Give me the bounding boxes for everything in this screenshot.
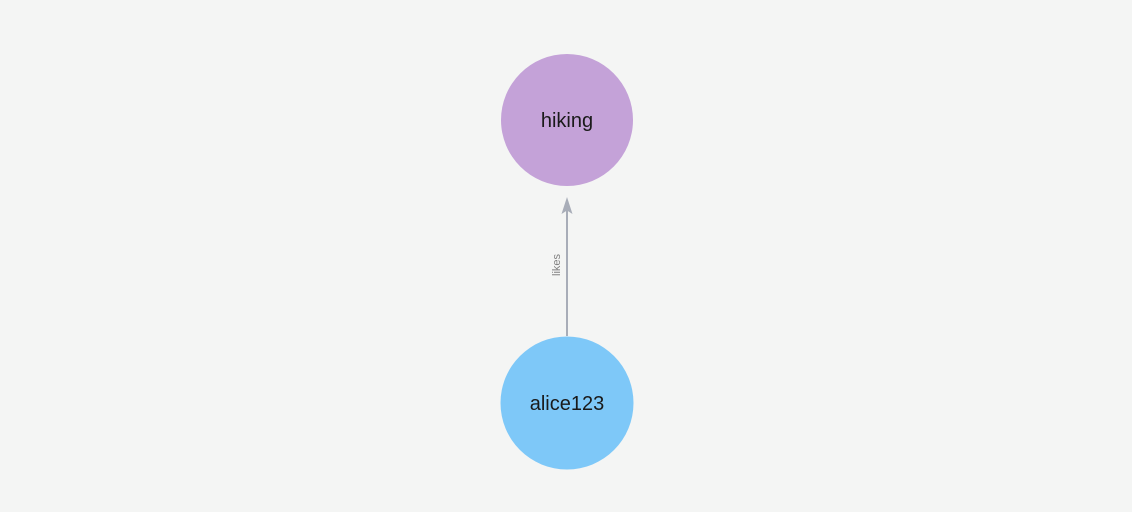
node-alice123[interactable]: alice123 — [500, 336, 634, 470]
node-label: hiking — [541, 110, 593, 132]
node-hiking[interactable]: hiking — [501, 54, 633, 186]
node-circle — [501, 54, 633, 186]
node-label: alice123 — [530, 393, 605, 415]
edge-alice123-likes-hiking[interactable]: likes — [551, 197, 573, 336]
node-circle — [500, 336, 634, 470]
arrowhead-icon — [561, 197, 573, 214]
edge-label: likes — [551, 254, 563, 277]
